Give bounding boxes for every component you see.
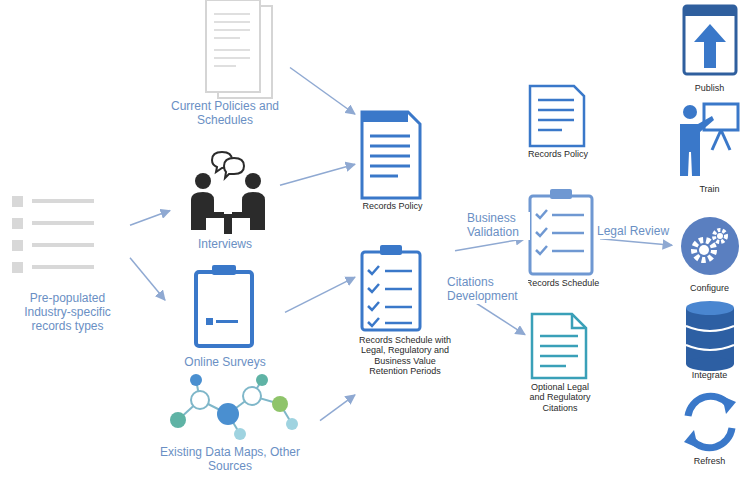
schedule-clipboard-icon bbox=[530, 189, 592, 274]
schedule-clipboard-icon bbox=[362, 245, 420, 330]
flow-arrow bbox=[455, 239, 525, 251]
flow-arrow bbox=[285, 277, 355, 312]
action-node: Refresh bbox=[672, 388, 747, 470]
node-label: Refresh bbox=[672, 456, 747, 466]
source-node: Existing Data Maps, Other Sources bbox=[140, 372, 320, 480]
node-label: Optional Legal and Regulatory Citations bbox=[525, 382, 595, 413]
document-stack-icon bbox=[206, 0, 272, 98]
node-label: Records Policy bbox=[355, 201, 430, 211]
node-label: Records Policy bbox=[525, 149, 591, 159]
node-label: Existing Data Maps, Other Sources bbox=[140, 446, 320, 474]
node-label: Configure bbox=[672, 283, 747, 293]
source-node: Online Surveys bbox=[165, 262, 285, 374]
publish-icon bbox=[684, 6, 736, 74]
output-node: Records Policy bbox=[525, 83, 591, 173]
records-list-node: Pre-populated Industry-specific records … bbox=[5, 188, 130, 343]
node-label: Current Policies and Schedules bbox=[160, 100, 290, 128]
output-node: Records Policy bbox=[355, 108, 430, 233]
node-label: Pre-populated Industry-specific records … bbox=[5, 292, 130, 333]
document-icon bbox=[362, 112, 420, 198]
action-node: Configure bbox=[672, 213, 747, 298]
node-label: Records Schedule bbox=[525, 278, 600, 288]
refresh-icon bbox=[684, 396, 736, 448]
flow-arrow bbox=[320, 395, 355, 421]
flow-arrow bbox=[290, 68, 355, 115]
node-label: Train bbox=[672, 184, 747, 194]
node-label: Records Schedule with Legal, Regulatory … bbox=[355, 335, 455, 376]
configure-icon bbox=[681, 217, 739, 275]
action-node: Publish bbox=[672, 3, 747, 98]
data-map-icon bbox=[170, 374, 298, 440]
source-node: Interviews bbox=[170, 150, 280, 260]
node-label: Integrate bbox=[672, 370, 747, 380]
flow-arrow bbox=[130, 258, 165, 300]
node-label: Publish bbox=[672, 83, 747, 93]
source-node: Current Policies and Schedules bbox=[160, 0, 290, 150]
survey-clipboard-icon bbox=[196, 265, 252, 346]
database-icon bbox=[686, 301, 734, 371]
output-node: Optional Legal and Regulatory Citations bbox=[525, 310, 595, 455]
edge-label: Legal Review bbox=[596, 225, 678, 239]
document-icon bbox=[530, 86, 584, 146]
output-node: Records Schedule bbox=[525, 186, 600, 303]
edge-label: Citations Development bbox=[446, 276, 528, 304]
citation-document-icon bbox=[532, 314, 586, 378]
flow-arrow bbox=[600, 239, 672, 246]
interview-icon bbox=[191, 152, 265, 234]
list-icon bbox=[12, 196, 94, 273]
node-label: Interviews bbox=[170, 238, 280, 252]
action-node: Integrate bbox=[672, 298, 747, 386]
edge-label: Business Validation bbox=[466, 212, 530, 240]
flow-arrow bbox=[280, 164, 355, 185]
flow-arrow bbox=[130, 211, 170, 226]
output-node: Records Schedule with Legal, Regulatory … bbox=[355, 243, 455, 398]
node-label: Online Surveys bbox=[165, 356, 285, 370]
train-icon bbox=[680, 104, 738, 176]
action-node: Train bbox=[672, 100, 747, 202]
